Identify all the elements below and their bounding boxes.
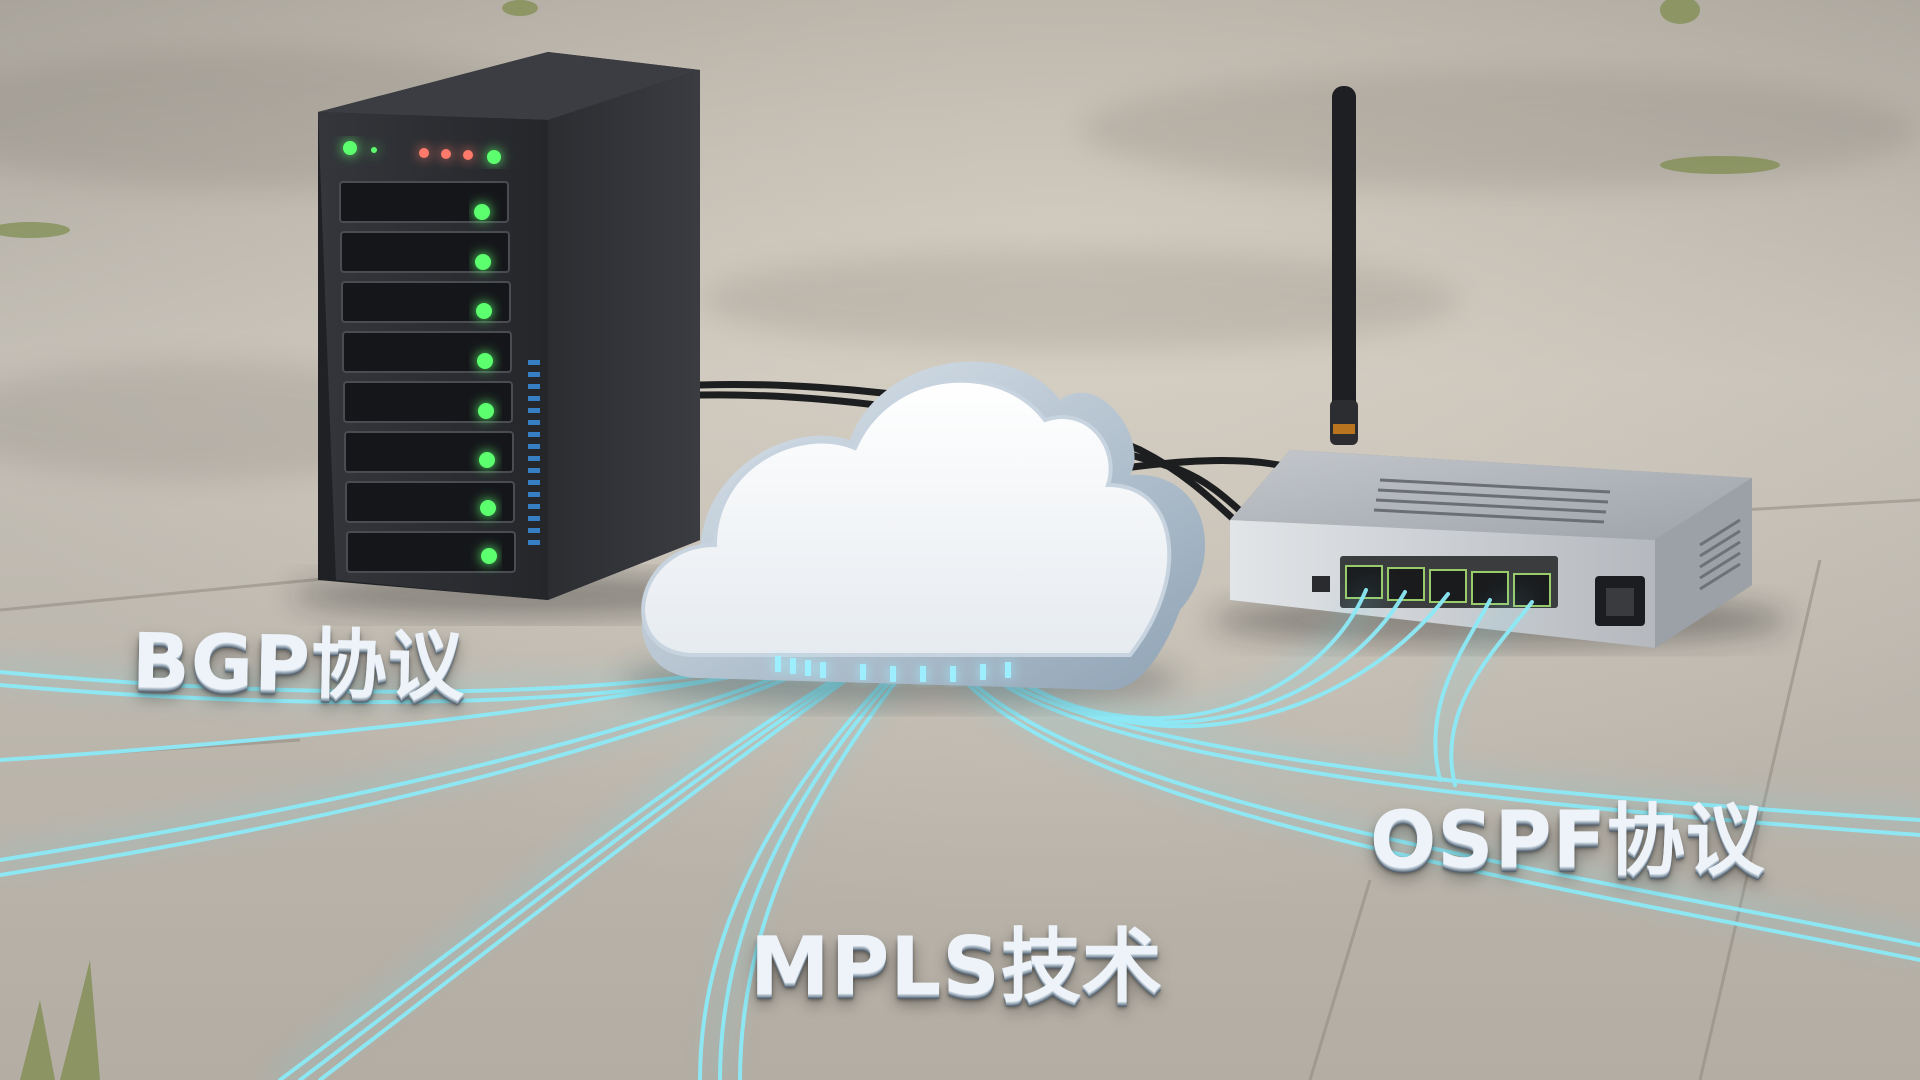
grass-tufts bbox=[0, 0, 1780, 1080]
router-icon bbox=[1210, 86, 1790, 648]
antenna bbox=[1332, 86, 1356, 416]
cloud-icon bbox=[620, 361, 1206, 706]
label-ospf-protocol: OSPF协议 bbox=[1370, 796, 1765, 886]
label-bgp-protocol: BGP协议 bbox=[131, 616, 466, 711]
ethernet-ports bbox=[1340, 556, 1558, 608]
server-tower-icon bbox=[290, 52, 750, 617]
drive-bays bbox=[339, 181, 516, 573]
label-mpls-technology: MPLS技术 bbox=[750, 920, 1163, 1013]
